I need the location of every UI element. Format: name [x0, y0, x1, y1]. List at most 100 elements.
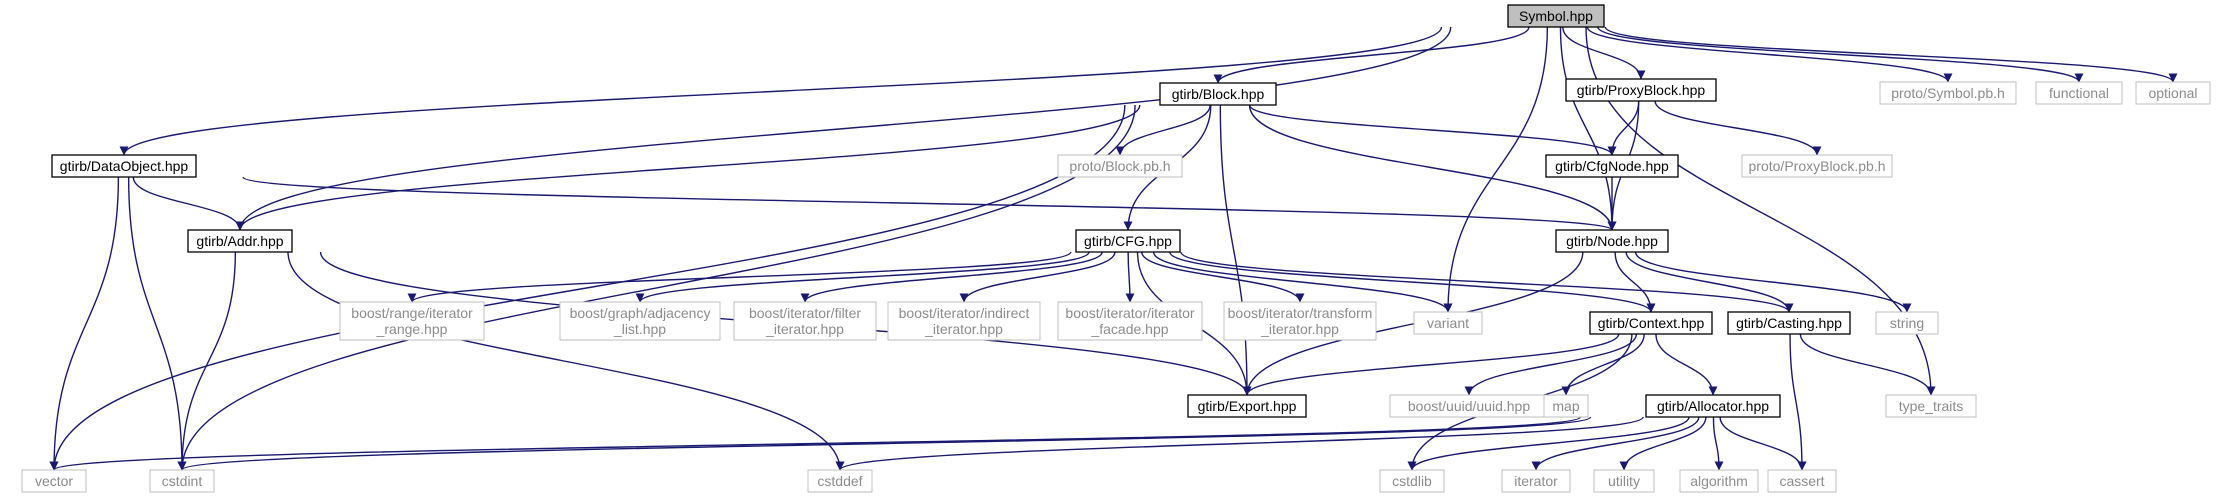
node-box — [1679, 469, 1759, 493]
node-vector: vector — [21, 469, 87, 493]
node-label: gtirb/Node.hpp — [1566, 233, 1658, 249]
node-label: boost/iterator/filter — [749, 305, 861, 321]
node-label: gtirb/Allocator.hpp — [1657, 398, 1769, 414]
node-export[interactable]: gtirb/Export.hpp — [1187, 394, 1307, 418]
node-proxyblock[interactable]: gtirb/ProxyBlock.hpp — [1565, 78, 1717, 102]
node-functional: functional — [2035, 81, 2123, 105]
edge-block-to-cfgnode — [1248, 104, 1617, 156]
node-box — [187, 229, 293, 253]
node-box — [1555, 229, 1669, 253]
node-label: optional — [2148, 85, 2197, 101]
edge-symbol-to-addr — [235, 26, 1452, 231]
node-label: _range.hpp — [376, 321, 448, 337]
node-type-traits: type_traits — [1885, 394, 1977, 418]
node-label: cassert — [1779, 473, 1824, 489]
node-variant: variant — [1413, 311, 1483, 335]
node-box — [1875, 311, 1939, 335]
node-label: proto/ProxyBlock.pb.h — [1749, 158, 1886, 174]
edge-allocator-to-algorithm — [1712, 416, 1724, 471]
node-box — [1413, 311, 1483, 335]
node-boost-indirect: boost/iterator/indirect_iterator.hpp — [887, 301, 1041, 341]
node-boost-range: boost/range/iterator_range.hpp — [339, 301, 485, 341]
node-box — [559, 301, 721, 341]
edge-block-to-export — [1219, 104, 1252, 396]
edge-symbol-to-proto_sym — [1586, 26, 1953, 83]
node-cfgnode[interactable]: gtirb/CfgNode.hpp — [1545, 154, 1679, 178]
node-box — [1159, 82, 1277, 106]
node-label: proto/Block.pb.h — [1069, 158, 1170, 174]
node-cfg[interactable]: gtirb/CFG.hpp — [1075, 229, 1181, 253]
node-label: type_traits — [1899, 398, 1964, 414]
node-cassert: cassert — [1767, 469, 1837, 493]
node-box — [1885, 394, 1977, 418]
node-box — [1879, 81, 2017, 105]
node-label: Symbol.hpp — [1519, 8, 1593, 24]
node-box — [1767, 469, 1837, 493]
node-node[interactable]: gtirb/Node.hpp — [1555, 229, 1669, 253]
node-label: gtirb/Context.hpp — [1598, 315, 1705, 331]
edge-allocator-to-cstddef — [835, 416, 1644, 471]
node-casting[interactable]: gtirb/Casting.hpp — [1727, 311, 1851, 335]
node-addr[interactable]: gtirb/Addr.hpp — [187, 229, 293, 253]
node-box — [1545, 154, 1679, 178]
edge-symbol-to-functional — [1597, 26, 2084, 83]
node-symbol[interactable]: Symbol.hpp — [1507, 4, 1605, 28]
node-box — [1565, 78, 1717, 102]
node-box — [807, 469, 873, 493]
node-algorithm: algorithm — [1679, 469, 1759, 493]
node-context[interactable]: gtirb/Context.hpp — [1589, 311, 1713, 335]
node-box — [1501, 469, 1571, 493]
edge-node-to-casting — [1625, 251, 1794, 313]
node-label: proto/Symbol.pb.h — [1891, 85, 2005, 101]
node-label: _iterator.hpp — [924, 321, 1003, 337]
node-box — [1223, 301, 1377, 341]
edge-block-to-addr — [235, 104, 1141, 231]
node-box — [1645, 394, 1781, 418]
node-box — [2035, 81, 2123, 105]
edge-node-to-context — [1614, 251, 1656, 313]
edge-context-to-export — [1242, 333, 1620, 396]
node-label: gtirb/Addr.hpp — [196, 233, 283, 249]
node-label: algorithm — [1690, 473, 1748, 489]
node-cstdint: cstdint — [149, 469, 215, 493]
node-allocator[interactable]: gtirb/Allocator.hpp — [1645, 394, 1781, 418]
node-label: boost/graph/adjacency — [570, 305, 711, 321]
node-label: boost/range/iterator — [351, 305, 473, 321]
edge-addr-to-cstddef — [287, 251, 845, 471]
node-label: string — [1890, 315, 1924, 331]
node-label: _iterator.hpp — [765, 321, 844, 337]
node-utility: utility — [1593, 469, 1655, 493]
node-dataobject[interactable]: gtirb/DataObject.hpp — [51, 154, 197, 178]
node-label: vector — [35, 473, 73, 489]
edge-allocator-to-utility — [1619, 416, 1707, 471]
edge-cfg-to-boost_indirect — [959, 251, 1116, 303]
edge-context-to-allocator — [1655, 333, 1718, 396]
node-box — [51, 154, 197, 178]
node-box — [149, 469, 215, 493]
node-label: gtirb/Export.hpp — [1198, 398, 1297, 414]
node-boost-facade: boost/iterator/iterator_facade.hpp — [1057, 301, 1203, 341]
node-label: boost/iterator/indirect — [899, 305, 1030, 321]
edge-casting-to-type_traits — [1799, 333, 1936, 396]
node-box — [21, 469, 87, 493]
edge-symbol-to-optional — [1604, 26, 2178, 83]
node-box — [1589, 311, 1713, 335]
edge-cfg-to-boost_transform — [1141, 251, 1305, 303]
node-proto-block: proto/Block.pb.h — [1057, 154, 1183, 178]
node-box — [339, 301, 485, 341]
edge-cfg-to-boost_facade — [1125, 251, 1135, 303]
edge-context-to-map — [1561, 333, 1645, 396]
node-label: iterator — [1514, 473, 1558, 489]
node-label: gtirb/CFG.hpp — [1084, 233, 1172, 249]
edge-addr-to-cstdint — [177, 251, 237, 471]
node-label: cstdint — [162, 473, 203, 489]
node-label: utility — [1608, 473, 1640, 489]
node-block[interactable]: gtirb/Block.hpp — [1159, 82, 1277, 106]
edge-proxyblock-to-proto_proxy — [1654, 100, 1822, 156]
node-box — [2135, 81, 2211, 105]
edge-dataobject-to-vector — [49, 176, 120, 471]
node-label: boost/iterator/iterator — [1065, 305, 1195, 321]
node-optional: optional — [2135, 81, 2211, 105]
node-label: functional — [2049, 85, 2109, 101]
edge-cfg-to-boost_graph — [635, 251, 1090, 303]
